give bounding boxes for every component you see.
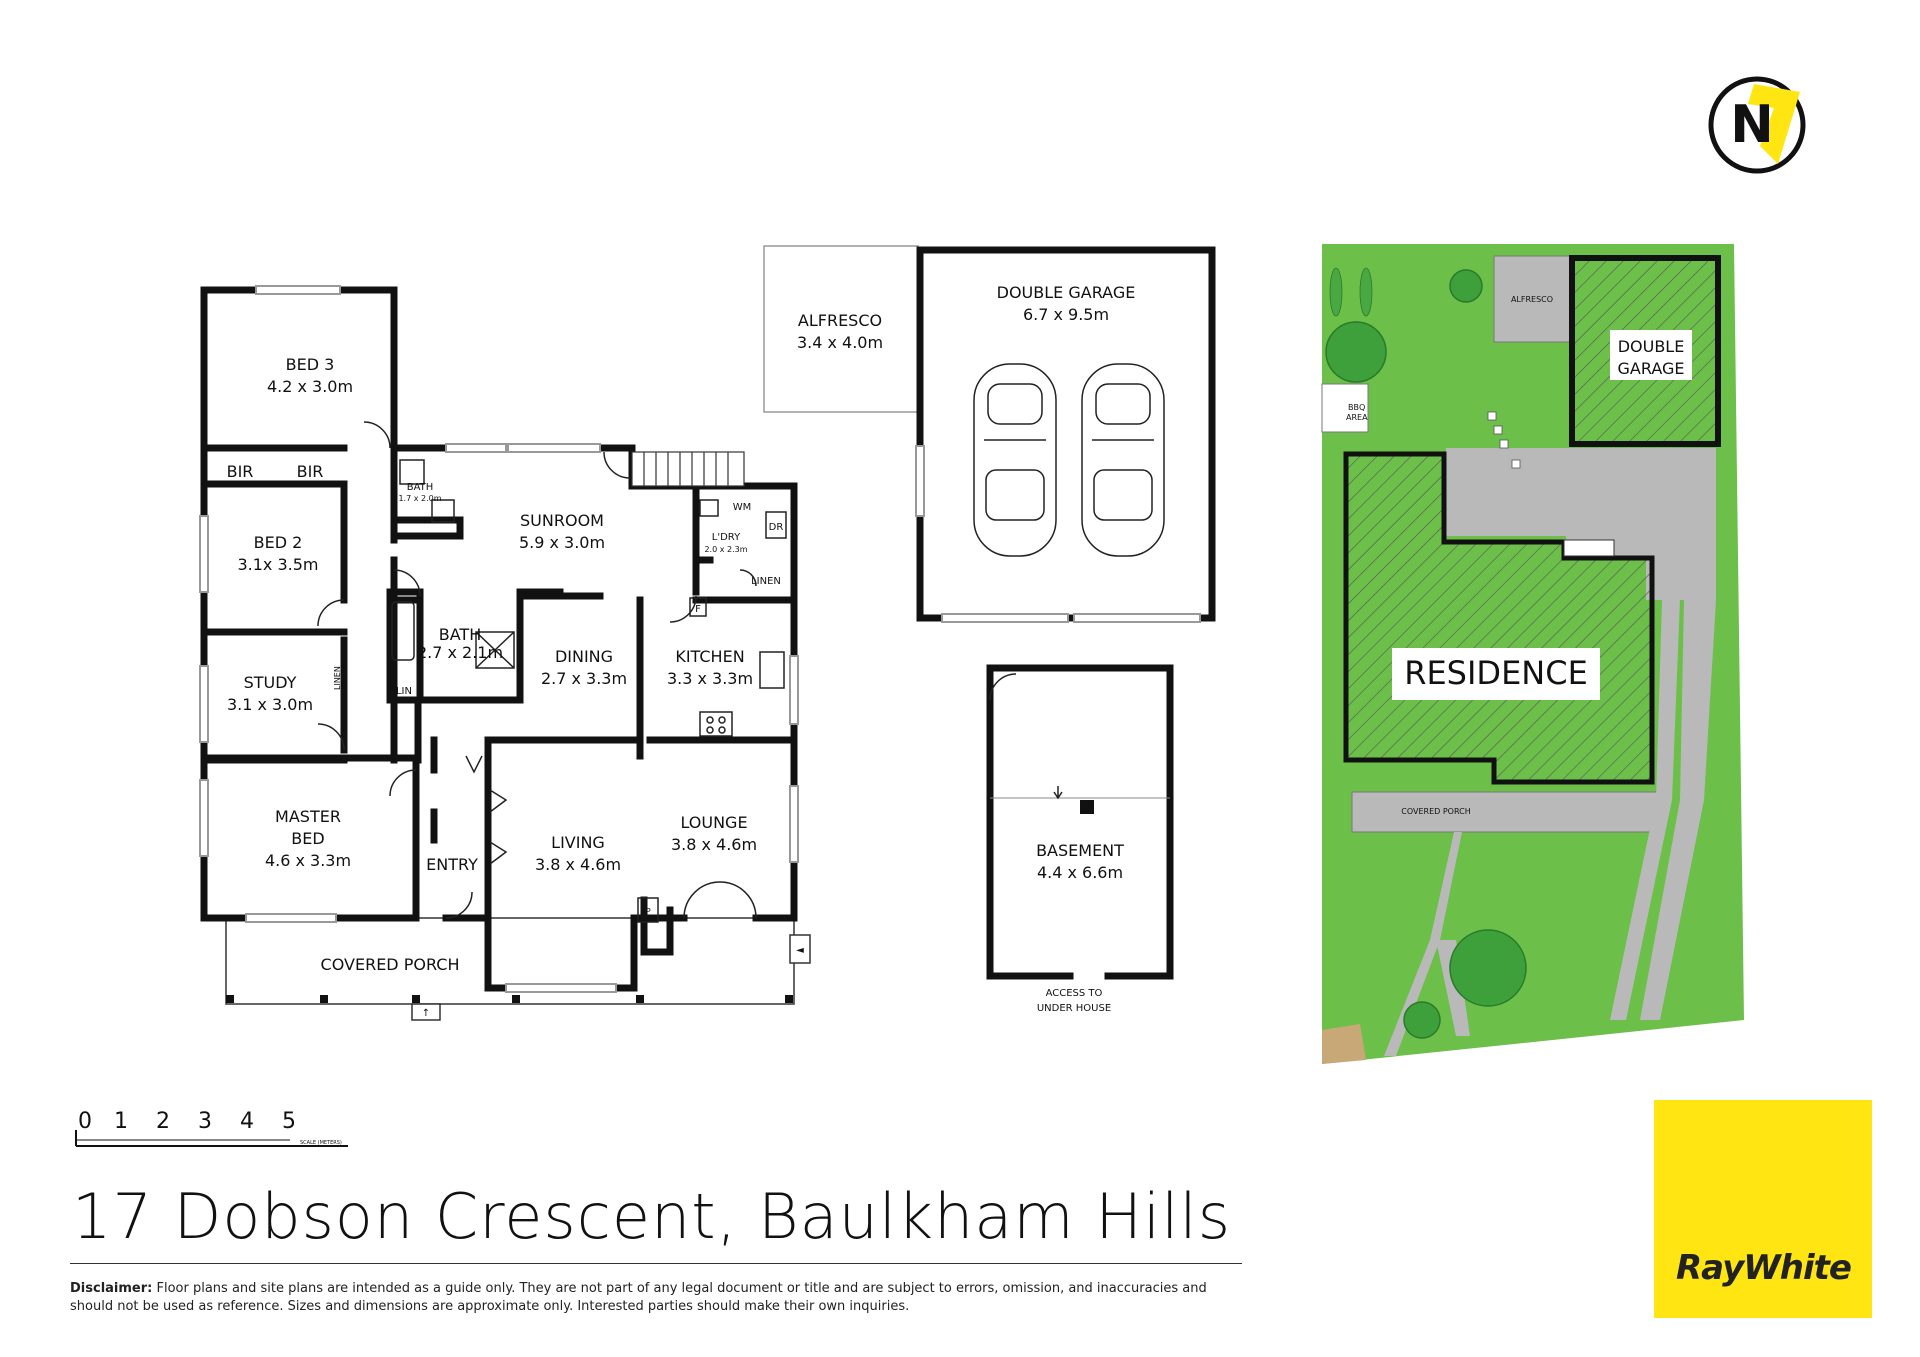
site-porch-label: COVERED PORCH — [1401, 807, 1470, 816]
scale-tick-1: 1 — [114, 1109, 128, 1134]
laundry-linen-label: LINEN — [751, 576, 781, 587]
fireplace-label: FP — [641, 907, 651, 916]
entry-label: ENTRY — [426, 855, 478, 874]
site-bbq-label-2: AREA — [1346, 413, 1368, 422]
svg-text:↑: ↑ — [422, 1008, 430, 1019]
site-bbq-label-1: BBQ — [1348, 403, 1365, 412]
master-size: 4.6 x 3.3m — [265, 851, 351, 870]
bir-right-label: BIR — [297, 462, 324, 481]
master-label-1: MASTER — [275, 807, 341, 826]
disclaimer-label: Disclaimer: — [70, 1281, 153, 1296]
sunroom-size: 5.9 x 3.0m — [519, 533, 605, 552]
alfresco-area — [763, 245, 919, 413]
site-porch — [1351, 791, 1665, 833]
svg-text:◄: ◄ — [796, 945, 804, 956]
lin-label: LIN — [396, 686, 412, 697]
master-label-2: BED — [291, 829, 324, 848]
scale-tick-5: 5 — [282, 1109, 296, 1134]
dining-size: 2.7 x 3.3m — [541, 669, 627, 688]
site-garage-label-1: DOUBLE — [1618, 337, 1685, 356]
bir-left-label: BIR — [227, 462, 254, 481]
linen-study-label: LINEN — [333, 666, 342, 690]
basement-size: 4.4 x 6.6m — [1037, 863, 1123, 882]
main-house-labels: BED 3 4.2 x 3.0m BIR BIR BED 2 3.1x 3.5m… — [227, 355, 784, 974]
lounge-label: LOUNGE — [680, 813, 747, 832]
disclaimer-text: Floor plans and site plans are intended … — [70, 1281, 1207, 1314]
raywhite-logo: RayWhite — [1654, 1100, 1872, 1318]
scale-tick-4: 4 — [240, 1109, 254, 1134]
bed3-label: BED 3 — [286, 355, 335, 374]
study-label: STUDY — [244, 673, 297, 692]
sunroom-label: SUNROOM — [520, 511, 604, 530]
basement-plan: BASEMENT 4.4 x 6.6m ACCESS TO UNDER HOUS… — [986, 664, 1174, 1014]
scale-tick-2: 2 — [156, 1109, 170, 1134]
garage-plan: ALFRESCO 3.4 x 4.0m DOUBLE GARAGE 6.7 x … — [763, 245, 1216, 623]
washing-machine-label: WM — [733, 502, 752, 513]
main-house-plan: ↑ ◄ — [199, 285, 811, 1021]
laundry-label: L'DRY — [712, 532, 741, 543]
dryer-label: DR — [769, 522, 784, 533]
bed2-size: 3.1x 3.5m — [237, 555, 318, 574]
site-plan: ALFRESCO DOUBLE GARAGE BBQ AREA RESIDENC… — [1321, 244, 1744, 1064]
bed2-label: BED 2 — [254, 533, 303, 552]
scale-tick-0: 0 — [78, 1109, 92, 1134]
bathtub — [391, 601, 415, 661]
kitchen-label: KITCHEN — [675, 647, 744, 666]
laundry-size: 2.0 x 2.3m — [704, 545, 747, 554]
living-label: LIVING — [551, 833, 605, 852]
svg-text:N: N — [1730, 95, 1774, 155]
kitchen-size: 3.3 x 3.3m — [667, 669, 753, 688]
garage-label: DOUBLE GARAGE — [997, 283, 1136, 302]
raywhite-logo-text: RayWhite — [1676, 1248, 1852, 1288]
fridge-label: F — [695, 604, 701, 615]
living-size: 3.8 x 4.6m — [535, 855, 621, 874]
disclaimer: Disclaimer: Floor plans and site plans a… — [70, 1280, 1250, 1316]
lounge-size: 3.8 x 4.6m — [671, 835, 757, 854]
porch-label: COVERED PORCH — [321, 955, 460, 974]
property-address: 17 Dobson Crescent, Baulkham Hills — [72, 1180, 1231, 1253]
car-right — [1081, 363, 1165, 557]
basement-access-2: UNDER HOUSE — [1037, 1003, 1111, 1014]
scale-bar: 0 1 2 3 4 5 SCALE (METERS) — [75, 1109, 348, 1147]
divider — [70, 1263, 1242, 1264]
site-garage-label-2: GARAGE — [1618, 359, 1685, 378]
scale-caption: SCALE (METERS) — [300, 1140, 342, 1146]
garage-size: 6.7 x 9.5m — [1023, 305, 1109, 324]
alfresco-label: ALFRESCO — [798, 311, 882, 330]
bath-size: 2.7 x 2.1m — [417, 643, 503, 662]
n7-badge-icon: N — [1708, 76, 1806, 174]
bed3-size: 4.2 x 3.0m — [267, 377, 353, 396]
scale-tick-3: 3 — [198, 1109, 212, 1134]
bath-label: BATH — [439, 625, 481, 644]
basement-access-1: ACCESS TO — [1046, 988, 1103, 999]
small-bath-size: 1.7 x 2.0m — [398, 494, 441, 503]
site-residence-label: RESIDENCE — [1404, 654, 1588, 692]
dining-label: DINING — [555, 647, 613, 666]
basement-label: BASEMENT — [1036, 841, 1124, 860]
car-left — [973, 363, 1057, 557]
small-bath-label: BATH — [407, 482, 434, 493]
site-alfresco-label: ALFRESCO — [1511, 295, 1553, 304]
alfresco-size: 3.4 x 4.0m — [797, 333, 883, 352]
study-size: 3.1 x 3.0m — [227, 695, 313, 714]
